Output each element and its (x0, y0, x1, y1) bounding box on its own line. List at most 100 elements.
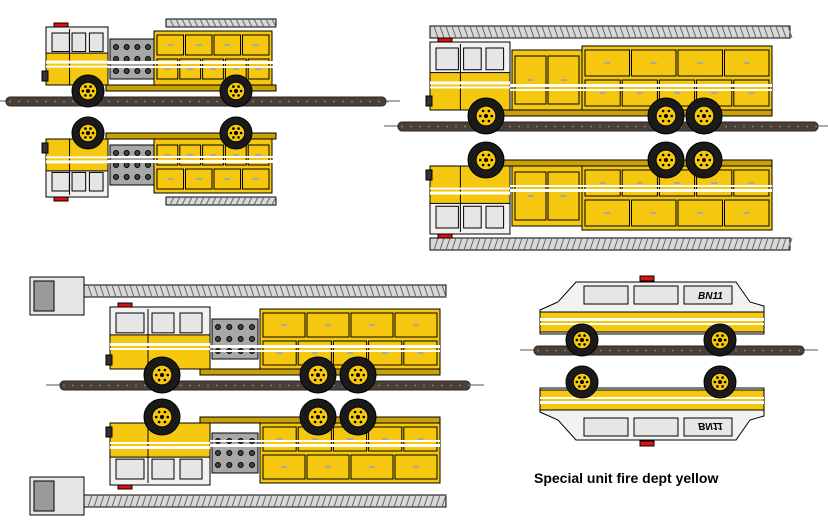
lug-nut (313, 378, 317, 382)
road-gravel-dot (590, 125, 592, 128)
ladder-rung (523, 237, 529, 251)
ladder-rung (441, 284, 447, 298)
road-gravel-dot (627, 349, 629, 352)
front-bumper (425, 169, 433, 181)
aerial-ladder (165, 18, 277, 28)
suv-body: BN11 (539, 275, 765, 357)
wheel (703, 323, 737, 357)
ladder-rung (175, 18, 181, 28)
lug-nut (578, 376, 581, 379)
ladder-rung (631, 237, 637, 251)
lug-nut (583, 334, 586, 337)
pump-gauge (123, 44, 130, 50)
ladder-rung (213, 494, 219, 508)
road-gravel-dot (789, 349, 791, 352)
door-handle (311, 352, 318, 354)
door-handle (325, 466, 331, 468)
ladder-rung (703, 25, 709, 39)
road-gravel-dot (99, 384, 101, 387)
ladder-rung (787, 25, 793, 39)
door-handle (599, 92, 606, 94)
lug-nut (239, 131, 243, 135)
lug-nut (319, 420, 323, 424)
lug-nut (667, 119, 671, 123)
pump-gauge (237, 336, 244, 342)
lug-nut (232, 127, 235, 130)
chassis-rail (105, 132, 277, 140)
lug-nut (232, 85, 235, 88)
ladder-rung (487, 25, 493, 39)
door-handle (276, 352, 283, 354)
door-handle (413, 466, 419, 468)
lug-nut (481, 119, 485, 123)
lug-nut (667, 153, 671, 157)
road-gravel-dot (171, 100, 173, 103)
road-gravel-dot (414, 384, 416, 387)
road-surface (59, 380, 471, 391)
lug-nut (699, 153, 703, 157)
front-bumper (41, 142, 49, 154)
ladder-rung (649, 25, 655, 39)
ladder-rung (435, 494, 441, 508)
road-gravel-dot (315, 100, 317, 103)
lug-nut (705, 119, 709, 123)
road-gravel-dot (797, 125, 799, 128)
ladder-rung (111, 494, 117, 508)
ladder-rung (223, 18, 229, 28)
lug-nut (89, 94, 92, 97)
ladder-rung (271, 196, 277, 206)
lug-nut (716, 334, 719, 337)
reflective-stripe (430, 81, 510, 85)
door-handle (560, 79, 567, 81)
ladder-rung (769, 237, 775, 251)
ladder-rung (315, 494, 321, 508)
ladder-rung (193, 18, 199, 28)
pump-panel (109, 38, 155, 80)
lug-nut (578, 385, 581, 388)
ladder-rung (673, 25, 679, 39)
ladder-rung (559, 237, 565, 251)
ladder-rail (165, 18, 277, 28)
lug-nut (313, 420, 317, 424)
light-bar (639, 440, 655, 447)
reflective-stripe (430, 191, 510, 195)
ladder-rung (697, 237, 703, 251)
lug-nut (319, 368, 323, 372)
ladder-rung (87, 284, 93, 298)
ladder-rung (405, 284, 411, 298)
ladder-rung (553, 237, 559, 251)
ladder-rung (589, 25, 595, 39)
suv-window-front (583, 285, 629, 305)
ladder-rung (493, 25, 499, 39)
road-gravel-dot (396, 384, 398, 387)
wheel (143, 398, 181, 436)
pump-gauge (134, 150, 141, 156)
ladder-rung (655, 237, 661, 251)
lug-nut (84, 85, 87, 88)
reflective-stripe (46, 60, 108, 64)
pump-gauge (237, 450, 244, 456)
pump-gauge (113, 162, 119, 168)
ladder-rung (625, 237, 631, 251)
lug-nut (84, 127, 87, 130)
road-gravel-dot (117, 100, 119, 103)
front-bumper (425, 95, 433, 107)
road-gravel-dot (180, 100, 182, 103)
pump-gauge (145, 150, 151, 156)
ladder-rung (745, 25, 751, 39)
ladder-rung (387, 494, 393, 508)
ladder-rung (165, 284, 171, 298)
ladder-rung (757, 237, 763, 251)
ladder-rung (709, 237, 715, 251)
road-gravel-dot (351, 100, 353, 103)
lug-nut (578, 343, 581, 346)
road-gravel-dot (609, 349, 611, 352)
lug-nut (667, 163, 671, 167)
lug-nut (362, 415, 366, 419)
ladder-rung (541, 237, 547, 251)
lug-nut (716, 343, 719, 346)
roof-light (437, 233, 453, 239)
reflective-stripe (108, 66, 274, 68)
lug-nut (166, 373, 170, 377)
ladder-rung (439, 237, 445, 251)
